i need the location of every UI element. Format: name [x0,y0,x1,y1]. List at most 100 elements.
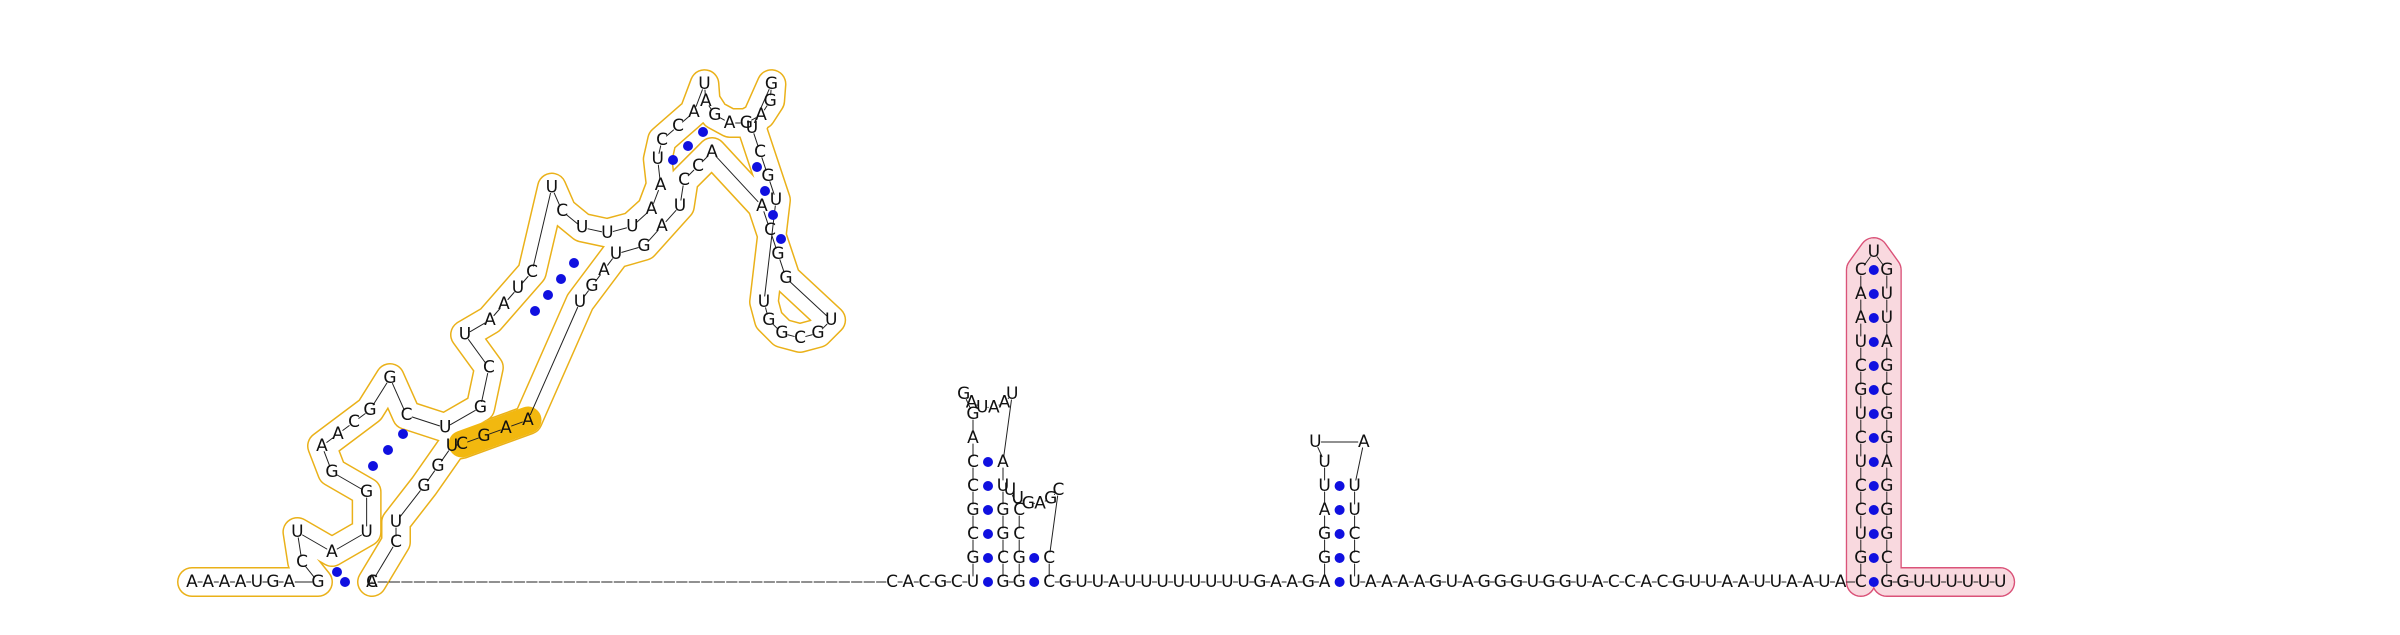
nucleotide: A [1786,572,1798,592]
nucleotide: U [574,292,586,312]
nucleotide: C [526,262,538,282]
base-pair-dot [983,553,993,563]
nucleotide: A [1381,572,1393,592]
nucleotide: G [1896,572,1909,592]
nucleotide: U [1189,572,1201,592]
nucleotide: U [1705,572,1717,592]
base-pair-dot [1868,361,1879,371]
nucleotide: U [1237,572,1249,592]
nucleotide: A [966,393,978,413]
nucleotide: G [957,384,970,404]
backbone-link [1876,256,1884,266]
nucleotide: G [1880,524,1893,544]
backbone-link [607,258,613,266]
backbone-link [440,450,450,462]
nucleotide: G [1880,260,1893,280]
nucleotide: U [576,218,588,238]
nucleotide: U [601,223,613,243]
nucleotide: G [477,426,490,446]
nucleotide: C [997,548,1009,568]
backbone-link [336,534,362,550]
nucleotide: U [1575,572,1587,592]
base-pair-dot [1868,457,1879,467]
nucleotide: U [459,325,471,345]
nucleotide: G [1672,572,1685,592]
nucleotide: G [764,91,777,111]
nucleotide: A [967,428,979,448]
base-pair-dot [983,529,993,539]
nucleotide: G [1318,524,1331,544]
nucleotide: A [326,542,338,562]
nucleotide: A [1397,572,1409,592]
nucleotide: C [794,328,806,348]
backbone-link [687,169,695,177]
nucleotide: G [431,456,444,476]
base-pair-dot [1868,481,1879,491]
nucleotide: G [1022,493,1035,513]
backbone-link [965,398,971,410]
backbone-link [805,334,813,337]
nucleotide: A [500,418,512,438]
base-pair-dot [1868,265,1879,275]
nucleotide: C [1043,548,1055,568]
nucleotide: A [1802,572,1814,592]
nucleotide: U [1753,572,1765,592]
backbone-link [374,546,394,578]
nucleotide: C [401,405,413,425]
nucleotide: U [770,190,782,210]
backbone-link [493,308,501,316]
nucleotide: G [325,462,338,482]
nucleotide: G [1880,500,1893,520]
base-pair-dot [1334,553,1345,563]
nucleotide: A [988,397,1000,417]
nucleotide: U [1173,572,1185,592]
nucleotide: U [512,278,524,298]
nucleotide: A [1881,452,1893,472]
nucleotide: G [762,310,775,330]
base-pair-dot [983,577,993,587]
nucleotide: U [1881,308,1893,328]
nucleotide: G [771,244,784,264]
nucleotide: C [456,434,468,454]
nucleotide: C [483,358,495,378]
backbone-link [399,490,421,518]
nucleotide: A [1319,572,1331,592]
nucleotide: A [755,105,767,125]
nucleotide: A [484,310,496,330]
nucleotide: G [966,404,979,424]
nucleotide: G [637,236,650,256]
nucleotide: U [291,522,303,542]
nucleotide: U [1004,480,1016,500]
nucleotide: A [902,572,914,592]
backbone-link [771,235,777,249]
backbone-link [481,372,489,403]
backbone-link [529,306,579,416]
nucleotide: G [1880,356,1893,376]
nucleotide: U [997,476,1009,496]
backbone-link [665,209,677,223]
backbone-link [647,229,659,243]
nucleotide: G [360,482,373,502]
backbone-link [789,281,828,317]
backbone-link [566,214,578,225]
nucleotide: A [656,216,668,236]
nucleotide: A [1034,493,1046,513]
nucleotide: A [1270,572,1282,592]
base-pair-dot [1868,409,1879,419]
backbone-link [680,185,684,201]
base-pair-dot [1868,337,1879,347]
base-pair-dot [1334,577,1345,587]
nucleotide: G [779,268,792,288]
base-pair-dot [1868,289,1879,299]
nucleotide: C [1013,500,1025,520]
backbone-link [695,89,703,107]
backbone-link [511,421,523,427]
nucleotide: A [1721,572,1733,592]
nucleotide: G [996,572,1009,592]
backbone-link [587,228,603,233]
nucleotide: A [999,393,1011,413]
nucleotide: C [1855,500,1867,520]
nucleotide: A [219,572,231,592]
base-pair-dot [556,274,566,284]
